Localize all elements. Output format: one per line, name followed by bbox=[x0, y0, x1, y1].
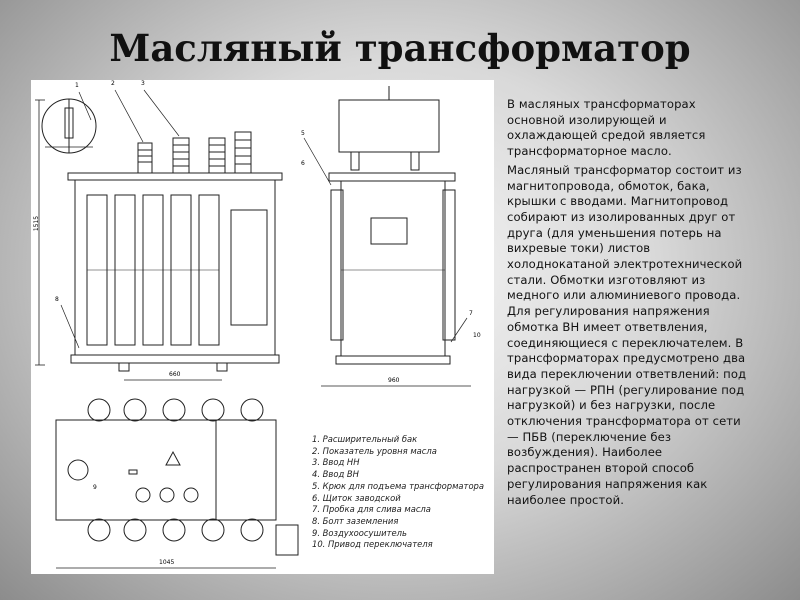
legend-item: 3. Ввод НН bbox=[312, 457, 360, 468]
hv-bushings bbox=[137, 131, 252, 174]
paragraph-construction: Масляный трансформатор состоит из магнит… bbox=[507, 162, 747, 507]
legend-item: 7. Пробка для слива масла bbox=[312, 504, 431, 515]
dimension-label-plan-width: 1045 bbox=[159, 559, 175, 566]
side-panel bbox=[230, 209, 268, 326]
plan-conservator bbox=[67, 459, 89, 481]
callout-number: 10 bbox=[473, 332, 481, 339]
drawing-legend: 1. Расширительный бак 2. Показатель уров… bbox=[312, 434, 497, 551]
radiator-fins-top bbox=[87, 398, 264, 422]
legend-item: 6. Щиток заводской bbox=[312, 492, 401, 503]
callout-number: 8 bbox=[55, 296, 59, 303]
callout-number: 2 bbox=[111, 80, 115, 87]
legend-item: 4. Ввод ВН bbox=[312, 469, 359, 480]
slide-body-text: В масляных трансформаторах основной изол… bbox=[507, 97, 753, 511]
dimension-label-height: 1515 bbox=[33, 215, 41, 232]
paragraph-oil-medium: В масляных трансформаторах основной изол… bbox=[507, 97, 706, 159]
transformer-drawing-svg bbox=[35, 86, 471, 569]
switch-drive bbox=[275, 524, 299, 556]
dimension-label-side-width: 960 bbox=[388, 377, 400, 384]
tank-body bbox=[74, 179, 276, 356]
transformer-drawing: 1515 660 960 1045 1 2 3 4 5 6 7 8 9 10 bbox=[31, 80, 494, 574]
legend-item: 5. Крюк для подъема трансформатора bbox=[312, 480, 485, 491]
tank-base bbox=[70, 354, 280, 364]
legend-item: 8. Болт заземления bbox=[312, 515, 399, 526]
callout-number: 3 bbox=[141, 80, 145, 87]
tank-body-side bbox=[340, 180, 446, 357]
legend-item: 10. Привод переключателя bbox=[312, 539, 433, 550]
callout-number: 5 bbox=[301, 130, 305, 137]
callout-number: 7 bbox=[469, 310, 473, 317]
radiator-fins-bottom bbox=[87, 518, 264, 542]
callout-number: 9 bbox=[93, 484, 97, 491]
callout-number: 1 bbox=[75, 82, 79, 89]
legend-item: 2. Показатель уровня масла bbox=[312, 445, 437, 456]
front-view bbox=[35, 89, 283, 381]
tank-plan bbox=[55, 419, 277, 521]
nameplate bbox=[370, 217, 408, 245]
conservator-tank-side bbox=[338, 99, 440, 153]
side-view bbox=[303, 86, 471, 387]
dimension-label-front-width: 660 bbox=[169, 371, 181, 378]
tank-cover bbox=[67, 172, 283, 181]
slide-title: Масляный трансформатор bbox=[109, 26, 691, 70]
legend-item: 9. Воздухоосушитель bbox=[312, 527, 407, 538]
plan-view bbox=[55, 398, 299, 569]
legend-item: 1. Расширительный бак bbox=[312, 434, 418, 444]
callout-number: 6 bbox=[301, 160, 305, 167]
